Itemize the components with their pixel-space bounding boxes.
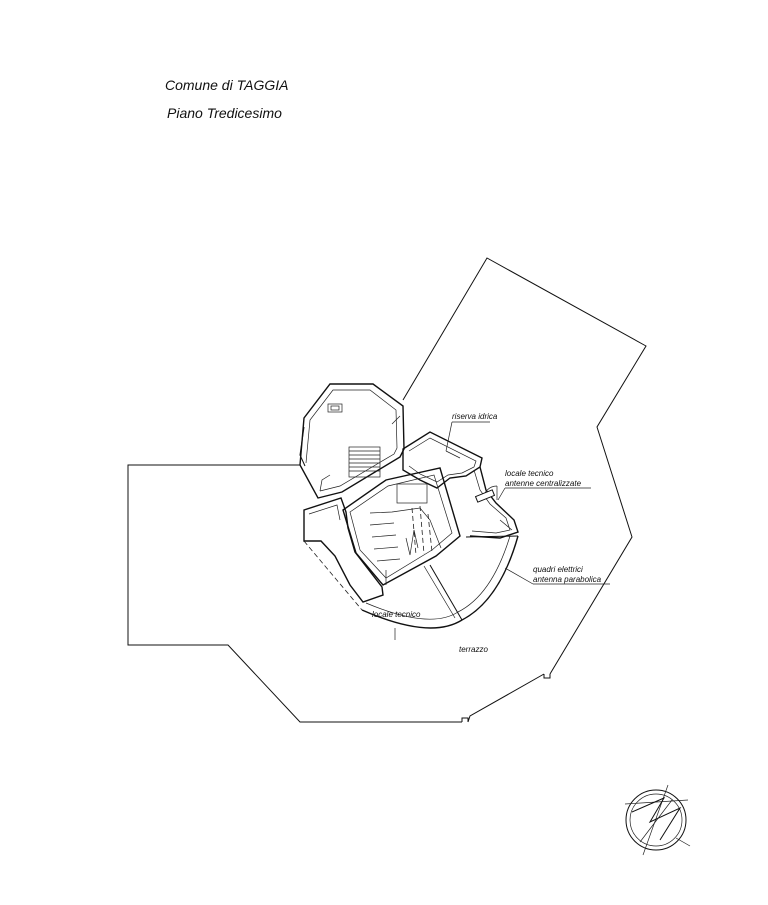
terrace-label: terrazzo [459, 645, 488, 654]
terrace-outline [127, 257, 647, 723]
panels-label-line1: quadri elettrici [533, 565, 583, 574]
municipality-title: Comune di TAGGIA [165, 77, 289, 93]
antenna-room-label-line2: antenne centralizzate [505, 479, 582, 488]
stair-treads-upper [349, 450, 380, 472]
tech-room-label: locale tecnico [372, 610, 421, 619]
lower-wing [303, 497, 384, 611]
arc-rooms [361, 535, 519, 640]
water-reserve-label: riserva idrica [452, 412, 498, 421]
central-stair-core [342, 467, 461, 586]
panels-label-line2: antenna parabolica [533, 575, 602, 584]
floor-title: Piano Tredicesimo [167, 105, 282, 121]
antenna-tech-room [469, 466, 519, 539]
stair-flight-core [369, 505, 442, 585]
label-leaders [445, 421, 610, 585]
stair-block-upper [299, 383, 405, 499]
north-arrow-icon [624, 784, 691, 856]
antenna-room-label-line1: locale tecnico [505, 469, 554, 478]
